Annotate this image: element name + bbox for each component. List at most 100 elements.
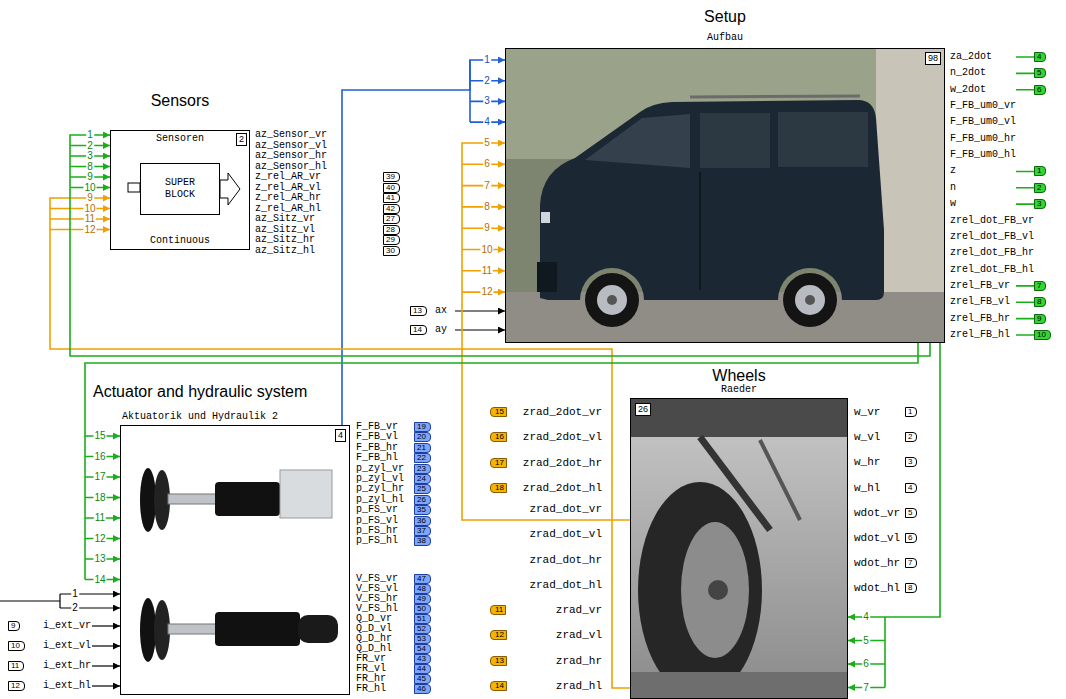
signal-name: wdot_hl	[853, 583, 901, 594]
goto-tag: 12	[8, 681, 25, 691]
goto-tag: 13	[410, 306, 427, 316]
signal-line	[50, 198, 630, 688]
signal-name: az_Sitz_hr	[254, 235, 316, 245]
signal-name: zrel_dot_FB_hr	[949, 248, 1035, 258]
goto-tag: 19	[414, 422, 431, 432]
signal-name: az_Sensor_vl	[254, 141, 328, 151]
signal-name: Q_D_hl	[355, 644, 393, 654]
signal-name: zrad_dot_vl	[528, 529, 603, 540]
goto-tag: 7	[1034, 281, 1046, 291]
goto-tag: 50	[414, 604, 431, 614]
goto-tag: 24	[414, 474, 431, 484]
port-number: 10	[83, 204, 96, 214]
super-block-symbol	[128, 173, 240, 205]
signal-name: F_FB_um0_hl	[949, 150, 1017, 160]
signal-name: FR_vr	[355, 654, 387, 664]
goto-tag: 4	[1034, 52, 1046, 62]
goto-tag: 2	[905, 432, 917, 442]
goto-tag: 1	[1034, 166, 1046, 176]
signal-name: zrad_vl	[555, 630, 603, 641]
piston-rod	[168, 624, 218, 634]
spring-plate	[140, 468, 156, 532]
input-wire	[60, 593, 120, 594]
input-wire	[92, 645, 120, 646]
signal-name: F_FB_vl	[355, 432, 399, 442]
goto-tag: 49	[414, 594, 431, 604]
port-number: 11	[94, 513, 106, 523]
signal-name: zrel_FB_hl	[949, 330, 1011, 340]
subsystem-block: SetupAufbau98	[505, 48, 945, 343]
wheel-photo	[631, 399, 847, 699]
signal-name: az_Sensor_vr	[254, 130, 328, 140]
goto-tag: 27	[383, 214, 400, 224]
goto-tag: 21	[414, 443, 431, 453]
signal-name: z_rel_AR_hr	[254, 193, 322, 203]
signal-name: i_ext_hl	[42, 681, 92, 691]
goto-tag: 30	[383, 246, 400, 256]
signal-name: zrel_FB_hr	[949, 314, 1011, 324]
subsystem-block: WheelsRaeder26	[630, 398, 848, 699]
signal-name: az_Sitz_vr	[254, 214, 316, 224]
goto-tag: 45	[414, 674, 431, 684]
signal-name: n	[949, 183, 957, 193]
bus-branches	[470, 60, 505, 122]
door-line	[699, 172, 701, 290]
signal-line	[342, 60, 505, 425]
roof-rail	[690, 96, 860, 97]
photo-background	[506, 49, 944, 342]
van-hub	[805, 295, 815, 305]
signal-name: zrad_2dot_vr	[522, 407, 603, 418]
bus-branches	[70, 57, 1034, 688]
signal-name: zrad_vr	[555, 605, 603, 616]
signal-name: zrel_FB_vl	[949, 297, 1011, 307]
goto-tag: 14	[490, 681, 507, 691]
port-number: 5	[483, 138, 491, 148]
port-number: 2	[71, 603, 79, 613]
bus-branches	[50, 164, 505, 292]
block-number: 98	[925, 52, 941, 65]
port-number: 6	[862, 659, 870, 669]
signal-name: V_FS_vr	[355, 574, 399, 584]
spring-plate	[140, 598, 156, 662]
signal-name: F_FB_um0_vr	[949, 101, 1017, 111]
port-number: 11	[481, 266, 493, 276]
bus-branch	[50, 229, 110, 231]
signal-name: ay	[434, 325, 448, 335]
port-number: 1	[71, 589, 79, 599]
goto-tag: 4	[905, 483, 917, 493]
port-number: 5	[862, 636, 870, 646]
super-block: SUPER BLOCK	[140, 163, 220, 215]
underbody	[631, 399, 847, 437]
cylinder	[215, 612, 300, 646]
goto-tag: 5	[905, 508, 917, 518]
port-number: 18	[93, 493, 106, 503]
subsystem-block: Actuator and hydraulic systemAktuatorik …	[120, 425, 350, 695]
port-number: 15	[93, 431, 106, 441]
port-number: 12	[480, 287, 493, 297]
goto-tag: 1	[905, 407, 917, 417]
signal-name: i_ext_hr	[42, 661, 92, 671]
van-body	[540, 100, 884, 300]
signal-name: az_Sensor_hr	[254, 151, 328, 161]
van-hub	[607, 295, 617, 305]
signal-name: z	[949, 166, 957, 176]
goto-tag: 6	[905, 533, 917, 543]
hose	[760, 440, 800, 520]
port-number: 13	[93, 554, 106, 564]
signal-name: w_vl	[853, 432, 881, 443]
signal-line	[70, 135, 930, 356]
signal-name: p_FS_hl	[355, 536, 399, 546]
tire	[638, 482, 762, 698]
goto-tag: 42	[383, 204, 400, 214]
port-number: 6	[483, 159, 491, 169]
goto-tag: 35	[414, 505, 431, 515]
port-number: 2	[483, 76, 491, 86]
port-number: 3	[86, 151, 94, 161]
signal-name: za_2dot	[949, 52, 993, 62]
signal-name: F_FB_um0_vl	[949, 117, 1017, 127]
port-number: 10	[480, 245, 493, 255]
port-number: 17	[93, 472, 106, 482]
goto-tag: 3	[905, 457, 917, 467]
